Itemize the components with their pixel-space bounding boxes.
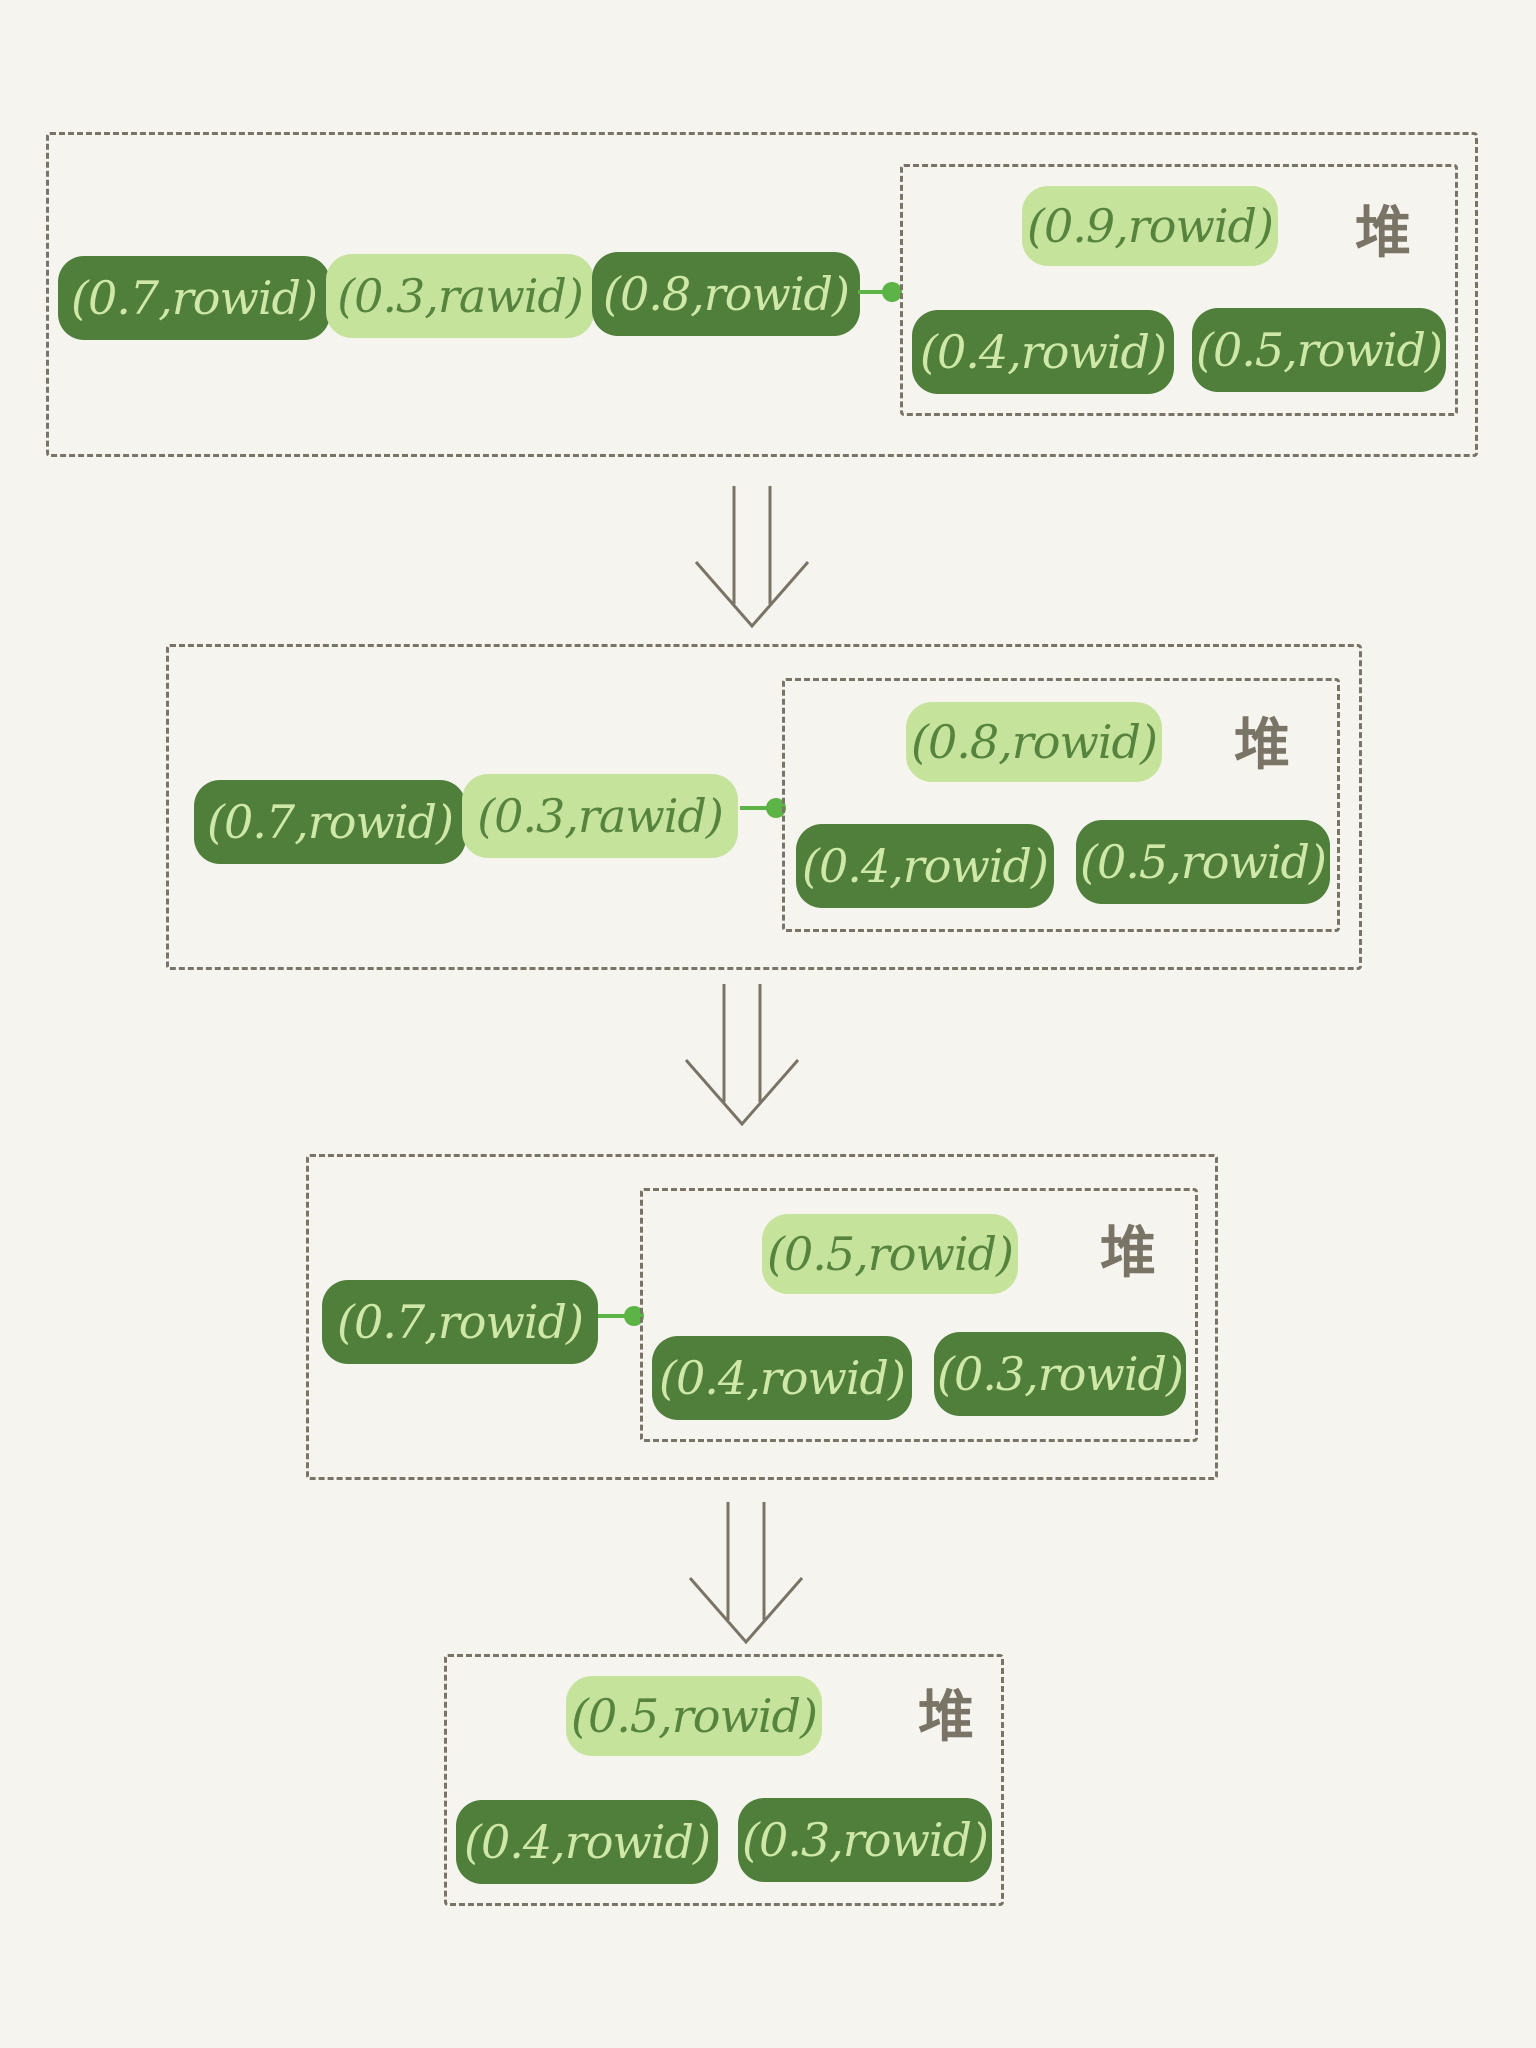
stage-3-heap-child-2: (0.3,rowid)	[934, 1332, 1186, 1416]
stage-3-heap-child-1: (0.4,rowid)	[652, 1336, 912, 1420]
double-line-down-arrow-icon	[688, 1502, 804, 1645]
stage-1-connector-arrow-icon	[858, 282, 902, 302]
stage-2-heap-top: (0.8,rowid)	[906, 702, 1162, 782]
stage-1-queue-item-1: (0.7,rowid)	[58, 256, 330, 340]
stage-2-outer-box	[166, 644, 1362, 970]
stage-1-heap-child-2: (0.5,rowid)	[1192, 308, 1446, 392]
stage-2-queue-item-2: (0.3,rawid)	[462, 774, 738, 858]
double-line-down-arrow-icon	[684, 984, 800, 1127]
stage-1-outer-box	[46, 132, 1478, 457]
stage-2-connector-arrow-icon	[740, 798, 786, 818]
stage-2-heap-label: 堆	[1234, 713, 1290, 778]
stage-3-heap-label: 堆	[1100, 1221, 1156, 1286]
stage-4-heap-child-2: (0.3,rowid)	[738, 1798, 992, 1882]
stage-4-heap-child-1: (0.4,rowid)	[456, 1800, 718, 1884]
stage-4-heap-box	[444, 1654, 1004, 1906]
double-line-down-arrow-icon	[694, 486, 810, 629]
stage-2-heap-box	[782, 678, 1340, 932]
stage-3-heap-top: (0.5,rowid)	[762, 1214, 1018, 1294]
stage-2-heap-child-2: (0.5,rowid)	[1076, 820, 1330, 904]
stage-1-heap-top: (0.9,rowid)	[1022, 186, 1278, 266]
stage-1-heap-box	[900, 164, 1458, 416]
stage-1-queue-item-2: (0.3,rawid)	[326, 254, 594, 338]
stage-1-queue-item-3: (0.8,rowid)	[592, 252, 860, 336]
stage-4-heap-label: 堆	[918, 1685, 974, 1750]
stage-1-heap-label: 堆	[1355, 201, 1411, 266]
stage-1-heap-child-1: (0.4,rowid)	[912, 310, 1174, 394]
stage-3-heap-box	[640, 1188, 1198, 1442]
stage-3-queue-item-1: (0.7,rowid)	[322, 1280, 598, 1364]
stage-2-queue-item-1: (0.7,rowid)	[194, 780, 466, 864]
stage-3-connector-arrow-icon	[598, 1306, 644, 1326]
stage-2-heap-child-1: (0.4,rowid)	[796, 824, 1054, 908]
stage-4-heap-top: (0.5,rowid)	[566, 1676, 822, 1756]
stage-3-outer-box	[306, 1154, 1218, 1480]
